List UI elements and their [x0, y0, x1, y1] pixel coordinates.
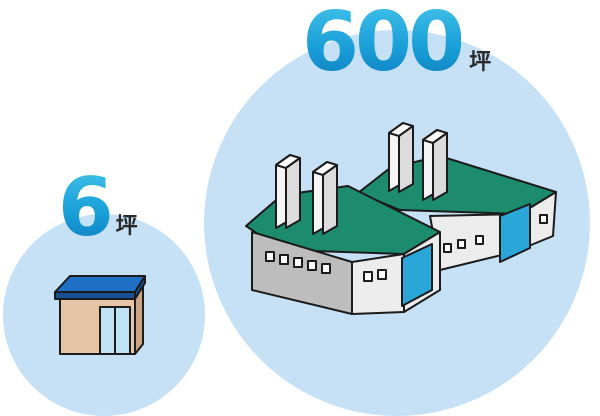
large-area-number: 600 — [302, 0, 465, 90]
small-area-unit: 坪 — [115, 214, 138, 239]
small-area-number: 6 — [58, 161, 114, 254]
large-area-unit: 坪 — [469, 50, 492, 75]
large-area-label: 600 坪 — [302, 2, 491, 84]
small-area-label: 6 坪 — [58, 168, 138, 248]
